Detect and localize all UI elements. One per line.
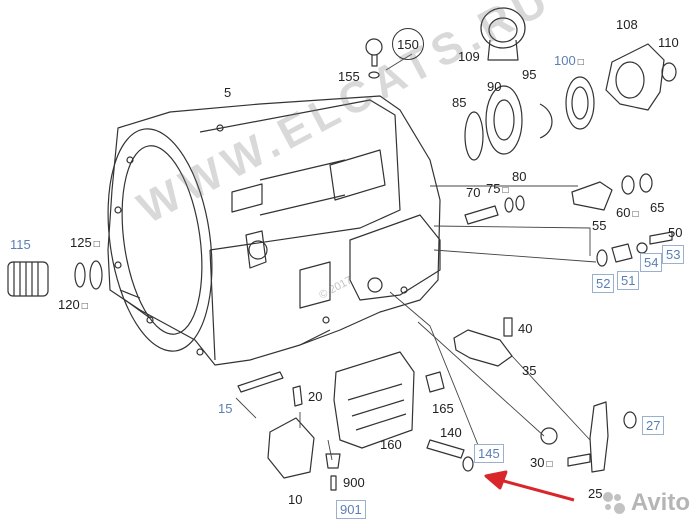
- label-part-54: 54: [640, 253, 663, 272]
- label-part-90: 90: [487, 79, 502, 94]
- selector-shaft-part: [571, 173, 653, 211]
- label-part-160: 160: [380, 437, 402, 452]
- input-shaft-part: [7, 260, 103, 297]
- transmission-housing: [107, 95, 441, 366]
- label-part-100: 100: [554, 54, 584, 68]
- pin-part: [464, 205, 499, 225]
- label-part-40: 40: [518, 321, 533, 336]
- bearing-part: [485, 85, 523, 155]
- bolt-part: [649, 231, 673, 245]
- label-part-52: 52: [592, 274, 615, 293]
- label-part-10: 10: [288, 492, 303, 507]
- part-900: [325, 453, 341, 469]
- rod-part: [237, 371, 284, 393]
- lever-part: [589, 401, 609, 473]
- parking-lever-part: [453, 329, 513, 367]
- avito-logo-dots: [602, 492, 625, 514]
- seal-ring-145: [462, 456, 474, 472]
- label-part-108: 108: [616, 17, 638, 32]
- avito-logo-text: Avito: [630, 489, 690, 516]
- label-part-35: 35: [522, 363, 537, 378]
- part-901: [330, 475, 337, 491]
- label-part-51: 51: [617, 271, 640, 290]
- seal-part: [565, 76, 595, 130]
- avito-logo: Avito: [602, 489, 690, 517]
- plug-part: [611, 243, 633, 263]
- label-part-140: 140: [440, 425, 462, 440]
- highlight-arrow: [484, 470, 575, 502]
- label-part-150: 150: [392, 28, 424, 60]
- label-part-110: 110: [658, 35, 679, 50]
- label-part-70: 70: [466, 185, 481, 200]
- shaft-part: [426, 439, 465, 459]
- label-part-95: 95: [522, 67, 537, 82]
- label-part-80: 80: [512, 169, 527, 184]
- label-part-30: 30: [530, 456, 553, 470]
- label-part-901: 901: [336, 500, 366, 519]
- label-part-53: 53: [662, 245, 685, 264]
- ring-part: [464, 111, 484, 161]
- label-part-5: 5: [224, 85, 232, 100]
- bolt-part-165: [425, 371, 445, 393]
- label-part-20: 20: [308, 389, 323, 404]
- label-part-75: 75: [486, 182, 509, 196]
- label-part-145: 145: [474, 444, 504, 463]
- label-part-15: 15: [218, 401, 233, 416]
- output-flange-part: [605, 43, 677, 111]
- label-part-155: 155: [338, 69, 360, 84]
- label-part-165: 165: [432, 401, 454, 416]
- gear-part: [480, 7, 526, 61]
- screw-part: [365, 38, 383, 79]
- label-part-900: 900: [343, 475, 365, 490]
- label-part-109: 109: [458, 49, 480, 64]
- label-part-85: 85: [452, 95, 467, 110]
- label-part-125: 125: [70, 236, 100, 250]
- label-part-60: 60: [616, 206, 639, 220]
- label-part-25: 25: [588, 486, 603, 501]
- label-part-115: 115: [10, 237, 31, 252]
- label-part-50: 50: [668, 225, 683, 240]
- detent-part: [267, 417, 315, 479]
- label-part-27: 27: [642, 416, 665, 435]
- label-part-120: 120: [58, 298, 88, 312]
- valve-body-part: [333, 351, 415, 449]
- label-part-65: 65: [650, 200, 665, 215]
- circlip-part: [539, 103, 553, 139]
- nut-part: [623, 411, 637, 429]
- label-part-55: 55: [592, 218, 607, 233]
- ring-part-30: [540, 427, 558, 445]
